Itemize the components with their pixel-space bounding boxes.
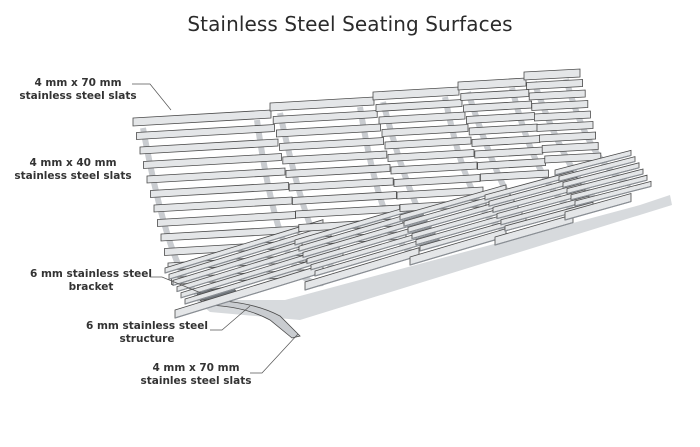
callout-bracket: 6 mm stainless steel bracket (24, 268, 158, 294)
module-4-back-slat-8 (477, 158, 546, 170)
module-2-seat-slat-1-edge (294, 208, 420, 246)
callout-seat-slats-line2: stainles steel slats (140, 375, 252, 387)
module-1-front-slat-edge (174, 271, 324, 319)
module-3-back-slat-4 (381, 124, 469, 137)
module-3-back-slat-5 (384, 136, 472, 150)
callout-seat-slats: 4 mm x 70 mm stainles steel slats (136, 362, 256, 388)
module-4-back-slat-2 (460, 89, 530, 101)
callout-backrest-slats: 4 mm x 40 mm stainless steel slats (14, 157, 132, 183)
module-3-front-slat-edge (409, 236, 507, 266)
module-4-back-slat-7 (474, 146, 544, 159)
callout-backrest-slats-line1: 4 mm x 40 mm (29, 157, 117, 169)
module-1-back-slat-1 (132, 109, 272, 127)
module-2-back-slat-7 (288, 177, 394, 192)
callout-backrest-slats-line2: stainless steel slats (14, 170, 132, 182)
module-3-back-slat-6 (387, 149, 475, 162)
diagram-title: Stainless Steel Seating Surfaces (187, 12, 513, 36)
module-5-back-slat-4 (531, 100, 589, 111)
module-1-back-slat-9 (160, 225, 300, 242)
callout-top-slats-line2: stainless steel slats (19, 90, 137, 102)
module-5-seat-slat-6-edge (574, 185, 652, 207)
module-2-seat-slat-6-edge (314, 239, 440, 277)
callout-seat-slats-line1: 4 mm x 70 mm (152, 362, 240, 374)
module-5-seat-slat-3-edge (562, 167, 640, 188)
bench-slats (132, 68, 652, 319)
callout-top-slats-line1: 4 mm x 70 mm (34, 77, 122, 89)
module-4-front-slat-edge (494, 221, 574, 246)
module-2-seat-slat-3-edge (302, 220, 428, 258)
module-2-back-slat-1 (269, 96, 375, 112)
module-5-back-slat-3 (528, 89, 586, 101)
leader-structure (210, 305, 251, 331)
module-4-back-slat-6 (471, 135, 541, 147)
module-3-back-slat-2 (375, 99, 463, 112)
module-1-back-slat-8 (157, 211, 296, 227)
module-4-seat-slat-3-edge (492, 188, 582, 213)
module-2-seat-slat-5-edge (310, 232, 436, 271)
module-3-back-slat-8 (393, 174, 481, 187)
module-1-back-slat-6 (150, 182, 289, 198)
module-5-back-slat-7 (539, 131, 596, 143)
leader-seat-slats (250, 333, 299, 374)
leader-bracket (150, 276, 202, 294)
callout-bracket-line1: 6 mm stainless steel (30, 268, 152, 280)
module-4-seat-slat-1-edge (484, 175, 574, 201)
module-2-front-slat-edge (304, 255, 420, 291)
module-5-back-slat-5 (534, 110, 591, 122)
callout-top-slats: 4 mm x 70 mm stainless steel slats (18, 77, 138, 103)
module-1-back-slat-2 (136, 124, 275, 140)
module-1-back-slat-5 (146, 167, 286, 184)
module-2-seat-slat-4-edge (306, 226, 432, 265)
module-4-seat-slat-4-edge (496, 194, 586, 220)
module-3-back-slat-1 (372, 86, 460, 101)
module-5-seat-slat-1-edge (554, 154, 632, 176)
module-4-seat-slat-5-edge (500, 200, 590, 226)
module-2-seat-slat-2-edge (298, 214, 424, 252)
module-1-back-slat-4 (143, 153, 282, 169)
module-5-back-slat-6 (536, 121, 594, 132)
module-2-back-slat-3 (275, 123, 381, 138)
module-5-seat-slat-4-edge (566, 173, 644, 195)
callout-structure: 6 mm stainless steel structure (80, 320, 214, 346)
module-1-seat-slat-1-edge (164, 224, 324, 274)
module-4-seat-slat-2-edge (488, 181, 578, 207)
module-4-back-slat-1 (457, 77, 527, 91)
module-5-seat-slat-2-edge (558, 161, 636, 182)
module-2-back-slat-4 (279, 137, 385, 151)
module-5-back-slat-8 (541, 142, 599, 153)
module-2-back-slat-6 (285, 164, 391, 178)
module-2-back-slat-2 (272, 110, 378, 124)
module-3-back-slat-7 (390, 161, 478, 175)
module-4-back-slat-9 (479, 169, 549, 182)
callout-bracket-line2: bracket (68, 281, 114, 293)
module-5-front-slat-edge (564, 200, 632, 221)
leader-top-slats (132, 83, 172, 111)
callout-leaders (132, 83, 299, 374)
callout-structure-line1: 6 mm stainless steel (86, 320, 208, 332)
module-3-back-slat-3 (378, 111, 466, 125)
module-2-back-slat-5 (282, 150, 388, 165)
module-5-back-slat-1 (523, 68, 581, 81)
module-5-back-slat-2 (526, 79, 583, 90)
module-2-back-slat-8 (291, 191, 397, 205)
module-1-back-slat-3 (139, 138, 279, 155)
callout-structure-line2: structure (119, 333, 175, 345)
module-5-seat-slat-5-edge (570, 179, 648, 201)
